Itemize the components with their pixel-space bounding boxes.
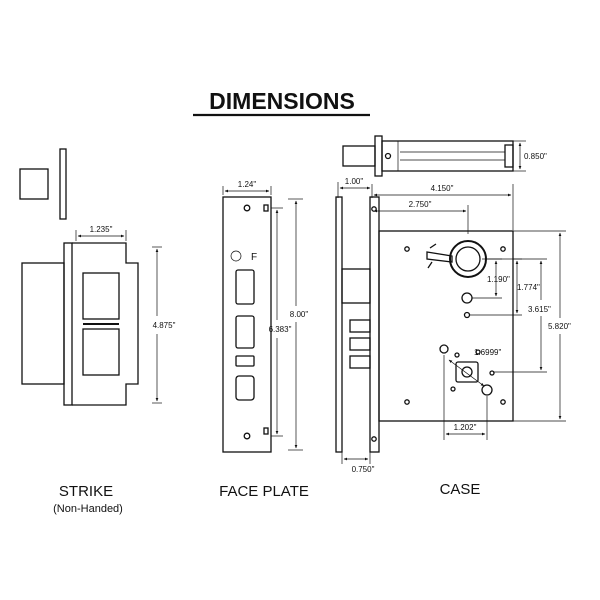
face-plate-caption: FACE PLATE xyxy=(219,483,309,500)
backset-label: 2.750" xyxy=(409,200,432,209)
face-plate-inner-label: 6.383" xyxy=(269,325,292,334)
face-plate-slot-3 xyxy=(235,355,255,367)
cylinder-lever-tabs xyxy=(427,243,437,269)
case-depth-label: 4.150" xyxy=(431,184,454,193)
cylinder-hole xyxy=(461,292,473,304)
face-plate-height-label: 8.00" xyxy=(290,310,309,319)
case-latch-stub-1 xyxy=(349,319,371,333)
face-plate-mark-bottom xyxy=(263,427,269,435)
strike-plate-edge xyxy=(63,242,73,406)
turn-hole-right xyxy=(481,384,493,396)
bolt-tip xyxy=(342,145,376,167)
face-plate-slot-4 xyxy=(235,375,255,401)
case-body xyxy=(378,230,514,422)
face-plate-width-label: 1.24" xyxy=(238,180,257,189)
case-height-label: 5.820" xyxy=(548,322,571,331)
strike-height-label: 4.875" xyxy=(153,321,176,330)
strike-side-box xyxy=(19,168,49,200)
plate-thickness-label: 0.750" xyxy=(352,465,375,474)
strike-plate xyxy=(72,242,139,406)
bolt-face xyxy=(374,135,383,177)
case-group: 0.850" 1.00" 4.150" 2.750" xyxy=(335,135,571,474)
strike-box-outline xyxy=(21,262,65,385)
case-faceplate-side xyxy=(335,196,343,453)
face-plate-slot-1 xyxy=(235,269,255,305)
page-title: DIMENSIONS xyxy=(209,88,355,114)
thumbturn-hole xyxy=(463,311,471,319)
bolt-body xyxy=(381,140,514,172)
strike-opening-lower xyxy=(82,328,120,376)
turn-center xyxy=(461,366,473,378)
turn-hole-left xyxy=(439,344,449,354)
face-plate-screw-top xyxy=(243,204,251,212)
strike-caption: STRIKE xyxy=(59,483,113,500)
case-latch-stub-3 xyxy=(349,355,371,369)
strike-opening-upper xyxy=(82,272,120,320)
case-caption: CASE xyxy=(440,481,481,498)
hub-to-thumbturn-label: 1.774" xyxy=(517,283,540,292)
case-latch-stub-2 xyxy=(349,337,371,351)
turn-to-hole-label: 1.6999" xyxy=(474,348,501,357)
strike-width-label: 1.235" xyxy=(90,225,113,234)
strike-subcaption: (Non-Handed) xyxy=(53,503,123,515)
hub-to-lower-label: 3.615" xyxy=(528,305,551,314)
strike-group: 1.235" 4.875" xyxy=(19,148,176,406)
strike-side-lip xyxy=(59,148,67,220)
face-plate-marking: F xyxy=(251,252,257,263)
hub-to-cylinder-label: 1.190" xyxy=(487,275,510,284)
cylinder-lever xyxy=(426,251,453,263)
hub-inner xyxy=(455,246,481,272)
face-plate-mark-top xyxy=(263,204,269,212)
hole-spacing-label: 1.202" xyxy=(454,423,477,432)
case-deadbolt-stub xyxy=(341,268,371,304)
face-plate-screw-bottom xyxy=(243,432,251,440)
faceplate-offset-label: 1.00" xyxy=(345,177,364,186)
bolt-diameter-label: 0.850" xyxy=(524,152,547,161)
face-plate-outline xyxy=(222,196,272,453)
bolt-end xyxy=(504,144,514,168)
face-plate-group: F 1.24" 8.00" 6.383" xyxy=(222,180,309,453)
face-plate-stamp xyxy=(230,250,242,262)
bolt-pin xyxy=(384,152,392,160)
face-plate-slot-2 xyxy=(235,315,255,349)
turn-to-hole-dim xyxy=(448,359,485,387)
case-front-edge xyxy=(369,196,380,453)
